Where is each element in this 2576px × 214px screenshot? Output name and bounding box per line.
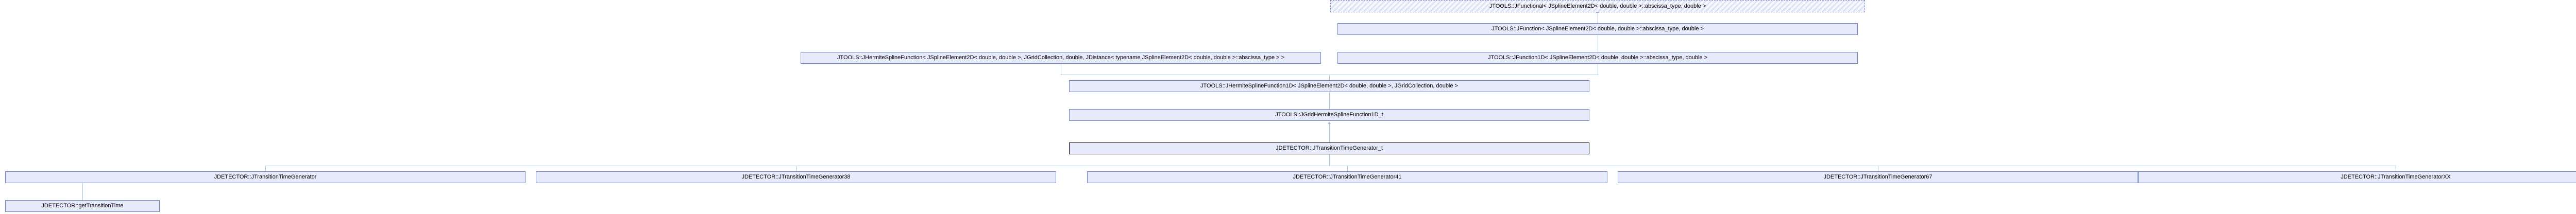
edge-n5-to-n4 <box>1329 92 1330 109</box>
class-node-label: JDETECTOR::JTransitionTimeGenerator67 <box>1823 174 1933 181</box>
class-node-jfunction[interactable]: JTOOLS::JFunction< JSplineElement2D< dou… <box>1337 23 1858 35</box>
class-node-label: JDETECTOR::JTransitionTimeGeneratorXX <box>2341 174 2451 181</box>
class-node-jtransitiontimegeneratorxx[interactable]: JDETECTOR::JTransitionTimeGeneratorXX <box>2138 171 2576 183</box>
class-node-jhermitesplinefunction1d[interactable]: JTOOLS::JHermiteSplineFunction1D< JSplin… <box>1069 80 1589 92</box>
edge-n6-to-n5 <box>1329 123 1330 142</box>
class-node-label: JDETECTOR::JTransitionTimeGenerator41 <box>1293 174 1402 181</box>
class-node-jtransitiontimegenerator38[interactable]: JDETECTOR::JTransitionTimeGenerator38 <box>536 171 1056 183</box>
class-node-label: JTOOLS::JFunction1D< JSplineElement2D< d… <box>1487 55 1707 61</box>
edge-n4-riser <box>1329 75 1330 80</box>
edge-arrow-n6-to-n5 <box>1328 121 1331 124</box>
class-node-jtransitiontimegenerator41[interactable]: JDETECTOR::JTransitionTimeGenerator41 <box>1087 171 1607 183</box>
class-node-jtransitiontimegenerator67[interactable]: JDETECTOR::JTransitionTimeGenerator67 <box>1618 171 2138 183</box>
class-node-jfunctional[interactable]: JTOOLS::JFunctional< JSplineElement2D< d… <box>1330 0 1865 12</box>
class-node-label: JTOOLS::JFunction< JSplineElement2D< dou… <box>1492 26 1704 32</box>
edge-n12-to-n7 <box>82 183 83 200</box>
class-node-label: JTOOLS::JFunctional< JSplineElement2D< d… <box>1489 3 1706 9</box>
edge-n7-to-n6 <box>265 166 266 171</box>
class-node-label: JTOOLS::JGridHermiteSplineFunction1D_t <box>1275 112 1383 118</box>
class-node-label: JTOOLS::JHermiteSplineFunction< JSplineE… <box>837 55 1285 61</box>
class-node-label: JDETECTOR::JTransitionTimeGenerator38 <box>741 174 851 181</box>
class-node-label: JTOOLS::JHermiteSplineFunction1D< JSplin… <box>1200 83 1458 90</box>
class-node-label: JDETECTOR::getTransitionTime <box>41 203 124 209</box>
class-node-jfunction1d[interactable]: JTOOLS::JFunction1D< JSplineElement2D< d… <box>1337 52 1858 64</box>
class-node-jhermitesplinefunction[interactable]: JTOOLS::JHermiteSplineFunction< JSplineE… <box>801 52 1321 64</box>
edge-children-riser <box>1329 154 1330 166</box>
class-node-jtransitiontimegenerator-t[interactable]: JDETECTOR::JTransitionTimeGenerator_t <box>1069 142 1589 154</box>
class-node-jgridhermitesplinefunction1d-t[interactable]: JTOOLS::JGridHermiteSplineFunction1D_t <box>1069 109 1589 121</box>
class-node-label: JDETECTOR::JTransitionTimeGenerator <box>214 174 317 181</box>
class-node-gettransitiontime[interactable]: JDETECTOR::getTransitionTime <box>5 200 160 212</box>
class-node-label: JDETECTOR::JTransitionTimeGenerator_t <box>1275 145 1383 152</box>
class-node-jtransitiontimegenerator[interactable]: JDETECTOR::JTransitionTimeGenerator <box>5 171 526 183</box>
edge-n9-to-n6 <box>1347 166 1348 171</box>
